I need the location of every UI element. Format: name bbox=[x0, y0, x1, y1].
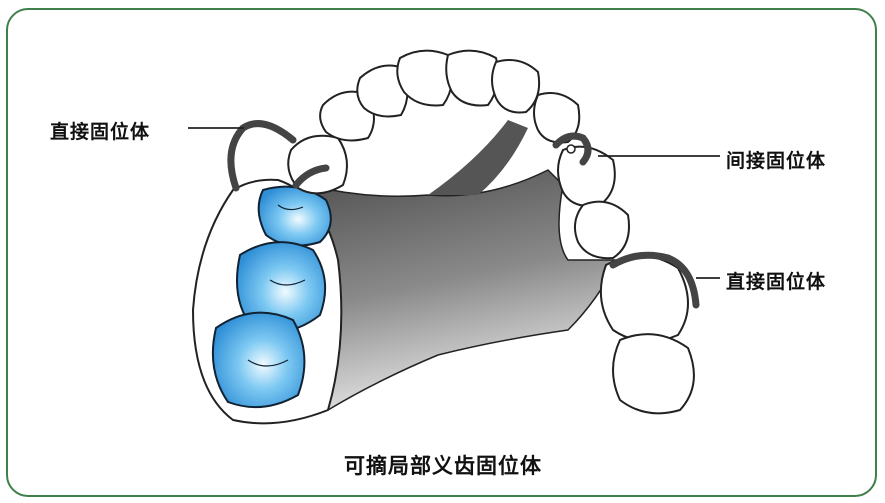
label-direct-retainer-left: 直接固位体 bbox=[50, 121, 151, 143]
natural-teeth bbox=[287, 49, 695, 415]
artificial-teeth bbox=[211, 185, 332, 409]
label-direct-retainer-right: 直接固位体 bbox=[726, 271, 827, 293]
label-indirect-retainer: 间接固位体 bbox=[726, 150, 827, 172]
denture-illustration bbox=[188, 49, 720, 425]
rest-seat-icon bbox=[566, 144, 576, 154]
leader-lines bbox=[188, 127, 720, 279]
figure-frame: 直接固位体 间接固位体 直接固位体 可摘局部义齿固位体 bbox=[6, 8, 877, 497]
figure-caption: 可摘局部义齿固位体 bbox=[344, 454, 542, 478]
